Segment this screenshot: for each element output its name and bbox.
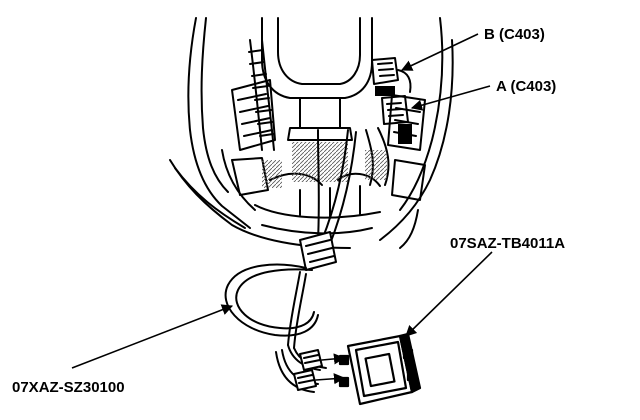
callout-connector-a: A (C403) (496, 78, 556, 95)
leader-a (410, 85, 491, 111)
connector-b-body (371, 57, 399, 85)
callout-connector-b: B (C403) (484, 26, 545, 43)
shading (262, 86, 412, 188)
connector-a-body (381, 95, 409, 125)
harness-cable (321, 129, 349, 241)
center-housing (261, 17, 373, 99)
right-bracket (387, 94, 426, 151)
left-bracket (231, 79, 276, 151)
test-box-window (364, 352, 396, 388)
left-trim-panel (187, 17, 251, 229)
callout-harness-part: 07XAZ-SZ30100 (12, 379, 125, 396)
leader-test-box (405, 251, 493, 337)
leader-harness (71, 304, 234, 369)
callout-test-box-part: 07SAZ-TB4011A (450, 235, 565, 252)
test-box (338, 332, 422, 406)
leader-b (400, 33, 479, 71)
leader-lines (71, 33, 493, 369)
test-harness (224, 129, 357, 393)
